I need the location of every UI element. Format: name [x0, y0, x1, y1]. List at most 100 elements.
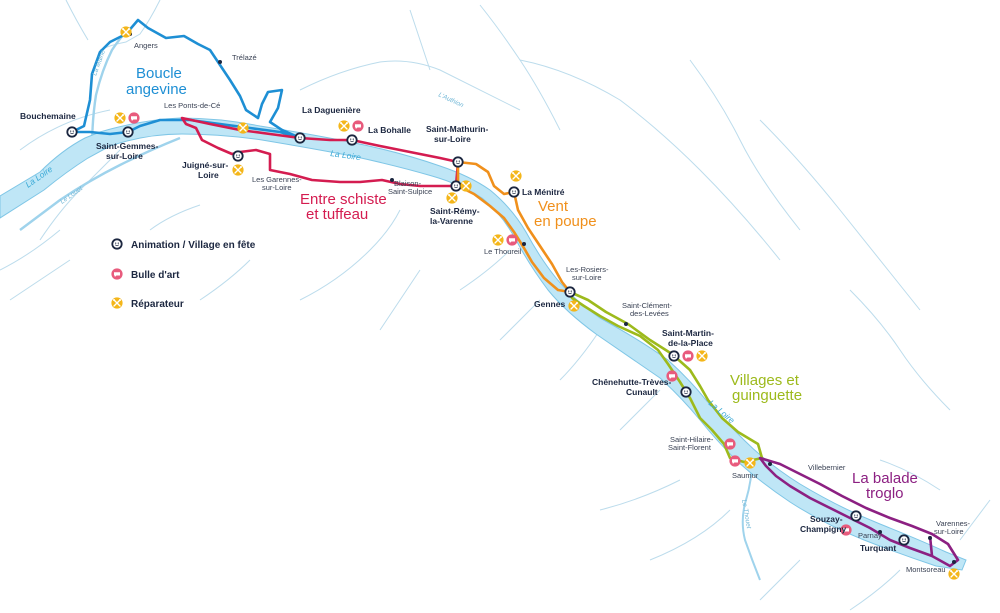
route-balade-troglo: [758, 456, 960, 568]
animation-icon-turquant: [898, 534, 910, 546]
route-entre-schiste: [180, 116, 460, 188]
town-bouchemaine: Bouchemaine: [20, 111, 76, 121]
louet-river: [19, 136, 181, 231]
repair-icon-angers: [119, 25, 133, 39]
route-title-villages-line2: guinguette: [732, 387, 802, 404]
route-title-villages: Villages et guinguette: [730, 372, 802, 404]
legend-animation-label: Animation / Village en fête: [131, 240, 256, 251]
animation-icon-souzay: [850, 510, 862, 522]
route-boucle-angevine: [70, 18, 302, 140]
town-montsoreau: Montsoreau: [906, 565, 946, 574]
repair-icon-thoureil: [491, 233, 505, 247]
route-title-villages-line1: Villages et: [730, 372, 800, 389]
town-trelaze: Trélazé: [232, 53, 257, 62]
legend-speech-bubble-icon: [111, 268, 123, 280]
river-label-maine: La Maine: [91, 49, 107, 77]
legend-smiley-face-icon: [111, 238, 123, 250]
town-hilaire-1: Saint-Hilaire-: [670, 435, 714, 444]
town-thoureil: Le Thoureil: [484, 247, 522, 256]
animation-icon-juigne: [232, 150, 244, 162]
legend-art-label: Bulle d'art: [131, 270, 180, 281]
waypoint-dots: [128, 32, 956, 564]
town-martin-1: Saint-Martin-: [662, 328, 714, 338]
town-juigne-2: Loire: [198, 170, 219, 180]
route-title-balade-line1: La balade: [852, 470, 918, 487]
art-icon-saumur: [729, 455, 741, 467]
town-garennes-2: sur-Loire: [262, 183, 292, 192]
repair-icon-ponts-de-ce: [113, 111, 127, 125]
loire-river: [0, 117, 967, 571]
town-saint-gemmes-1: Saint-Gemmes-: [96, 141, 159, 151]
town-remy-2: la-Varenne: [430, 216, 473, 226]
art-icon-martin: [682, 350, 694, 362]
town-saint-gemmes-2: sur-Loire: [106, 151, 143, 161]
legend-crossed-tools-icon: [110, 296, 124, 310]
route-title-vent-line2: en poupe: [534, 213, 597, 230]
town-mathurin-2: sur-Loire: [434, 134, 471, 144]
town-blaison-1: Blaison-: [394, 179, 422, 188]
town-mathurin-1: Saint-Mathurin-: [426, 124, 488, 134]
animation-icon-menitre: [508, 186, 520, 198]
route-title-schiste-line1: Entre schiste: [300, 191, 387, 208]
town-angers: Angers: [134, 41, 158, 50]
town-parnay: Parnay: [858, 531, 882, 540]
legend-repair-label: Réparateur: [131, 299, 184, 310]
legend: Animation / Village en fête Bulle d'art …: [110, 238, 256, 310]
town-clement-2: des-Levées: [630, 309, 669, 318]
art-icon-hilaire: [724, 438, 736, 450]
art-icon-bohalle: [352, 120, 364, 132]
town-ponts-de-ce: Les Ponts-de-Cé: [164, 101, 220, 110]
town-hilaire-2: Saint-Florent: [668, 443, 712, 452]
town-chenehutte-2: Cunault: [626, 387, 658, 397]
town-souzay-1: Souzay-: [810, 514, 843, 524]
animation-icon-remy: [450, 180, 462, 192]
town-chenehutte-1: Chênehutte-Trèves-: [592, 377, 672, 387]
animation-icon-saint-gemmes: [122, 126, 134, 138]
thouet-river: [741, 459, 761, 581]
repair-icon-montsoreau: [947, 567, 961, 581]
river-label-louet: Le Louet: [59, 185, 85, 206]
route-title-balade: La balade troglo: [852, 470, 918, 502]
route-title-boucle-line2: angevine: [126, 81, 187, 98]
route-title-vent-line1: Vent: [538, 198, 569, 215]
town-bohalle: La Bohalle: [368, 125, 411, 135]
route-title-boucle: Boucle angevine: [126, 65, 187, 98]
repair-icon-menitre: [509, 169, 523, 183]
town-rosiers-2: sur-Loire: [572, 273, 602, 282]
town-juigne-1: Juigné-sur-: [182, 160, 228, 170]
animation-icon-bohalle: [346, 134, 358, 146]
route-title-balade-line2: troglo: [866, 485, 904, 502]
town-turquant: Turquant: [860, 543, 896, 553]
town-saumur: Saumur: [732, 471, 759, 480]
town-daguenière: La Daguenière: [302, 105, 361, 115]
animation-icon-bouchemaine: [66, 126, 78, 138]
town-remy-1: Saint-Rémy-: [430, 206, 480, 216]
art-icon-thoureil: [506, 234, 518, 246]
town-souzay-2: Champigny: [800, 524, 847, 534]
repair-icon-mathurin: [459, 179, 473, 193]
repair-icon-daguenière: [337, 119, 351, 133]
repair-icon-gennes: [567, 299, 581, 313]
animation-icon-gennes: [564, 286, 576, 298]
town-garennes-1: Les Garennes-: [252, 175, 302, 184]
town-villebernier: Villebernier: [808, 463, 846, 472]
animation-icon-martin: [668, 350, 680, 362]
town-martin-2: de-la-Place: [668, 338, 713, 348]
animation-icon-daguenière: [294, 132, 306, 144]
repair-icon-saumur: [743, 456, 757, 470]
art-icon-ponts-de-ce: [128, 112, 140, 124]
route-title-boucle-line1: Boucle: [136, 65, 182, 82]
route-vent-en-poupe: [456, 160, 572, 294]
town-varennes-1: Varennes-: [936, 519, 971, 528]
town-clement-1: Saint-Clément-: [622, 301, 673, 310]
river-label-authion: L'Authion: [437, 91, 465, 109]
repair-icon-remy: [445, 191, 459, 205]
animation-icon-chenehutte: [680, 386, 692, 398]
town-varennes-2: sur-Loire: [934, 527, 964, 536]
town-rosiers-1: Les-Rosiers-: [566, 265, 609, 274]
route-title-schiste-line2: et tuffeau: [306, 206, 368, 223]
repair-icon-juigne: [231, 163, 245, 177]
repair-icon-martin: [695, 349, 709, 363]
